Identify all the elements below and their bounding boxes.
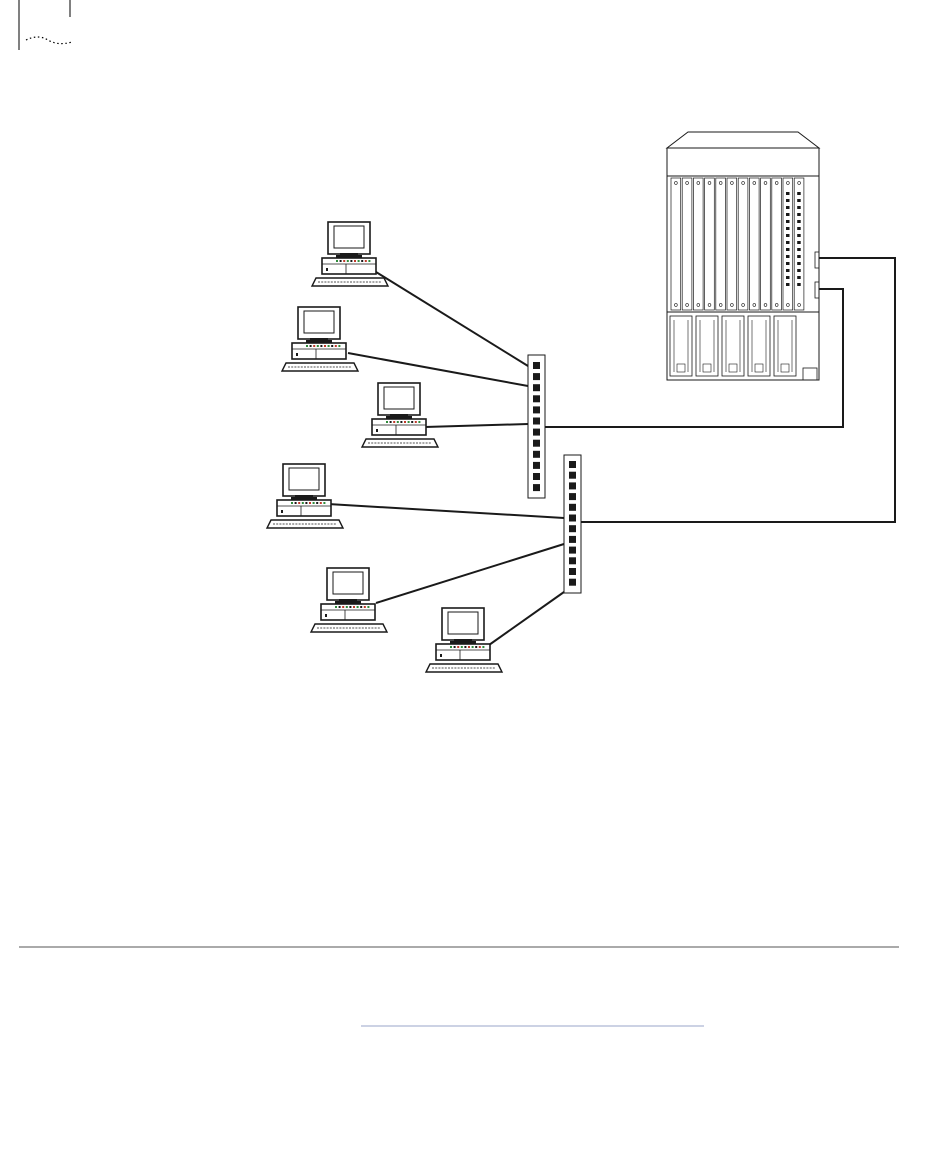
chassis-slot xyxy=(671,178,681,310)
hub-port xyxy=(569,568,576,575)
hub-port xyxy=(533,462,540,469)
hub-port xyxy=(569,579,576,586)
workstation-ws-4 xyxy=(267,464,343,528)
chassis-power-bays xyxy=(670,316,796,376)
hub-upper xyxy=(528,355,545,498)
chassis-bay xyxy=(722,316,744,376)
hub-port xyxy=(533,418,540,425)
workstation-ws-1 xyxy=(312,222,388,286)
workstation-ws-2 xyxy=(282,307,358,371)
workstation-ws-3 xyxy=(362,383,438,447)
hub-upper-ports xyxy=(533,362,540,491)
chassis-slots xyxy=(671,178,804,310)
hub-port xyxy=(569,461,576,468)
chassis-bay xyxy=(696,316,718,376)
chassis-uplink-ports xyxy=(803,252,819,380)
hub-port xyxy=(569,515,576,522)
uplink-cables xyxy=(545,258,895,522)
workstations xyxy=(267,222,502,672)
chassis-slot xyxy=(693,178,703,310)
workstation-ws-5 xyxy=(311,568,387,632)
hub-port xyxy=(569,547,576,554)
dotted-arc-icon xyxy=(26,37,72,44)
hub-port xyxy=(569,493,576,500)
hub-port xyxy=(533,440,540,447)
chassis-slot xyxy=(783,178,793,310)
hub-port xyxy=(533,406,540,413)
hub-port xyxy=(569,525,576,532)
hub-port xyxy=(569,504,576,511)
hub-port xyxy=(533,395,540,402)
chassis-slot xyxy=(727,178,737,310)
chassis-slot xyxy=(794,178,804,310)
hub-port xyxy=(569,472,576,479)
hub-lower-ports xyxy=(569,461,576,586)
workstation-ws-6 xyxy=(426,608,502,672)
switch-chassis xyxy=(667,132,819,380)
hub-port xyxy=(569,482,576,489)
hub-port xyxy=(533,451,540,458)
chassis-bay xyxy=(774,316,796,376)
chassis-slot xyxy=(738,178,748,310)
hub-port xyxy=(533,373,540,380)
chassis-slot xyxy=(682,178,692,310)
hub-port xyxy=(533,484,540,491)
hub-port xyxy=(533,384,540,391)
hub-port xyxy=(533,429,540,436)
hub-port xyxy=(533,362,540,369)
hub-port xyxy=(533,473,540,480)
chassis-slot xyxy=(716,178,726,310)
page-corner-marker xyxy=(19,0,72,50)
chassis-bay xyxy=(748,316,770,376)
hub-port xyxy=(569,557,576,564)
hub-port xyxy=(569,536,576,543)
chassis-slot xyxy=(749,178,759,310)
hub-lower xyxy=(564,455,581,593)
chassis-slot xyxy=(705,178,715,310)
chassis-bay xyxy=(670,316,692,376)
chassis-slot xyxy=(761,178,771,310)
chassis-slot xyxy=(772,178,782,310)
